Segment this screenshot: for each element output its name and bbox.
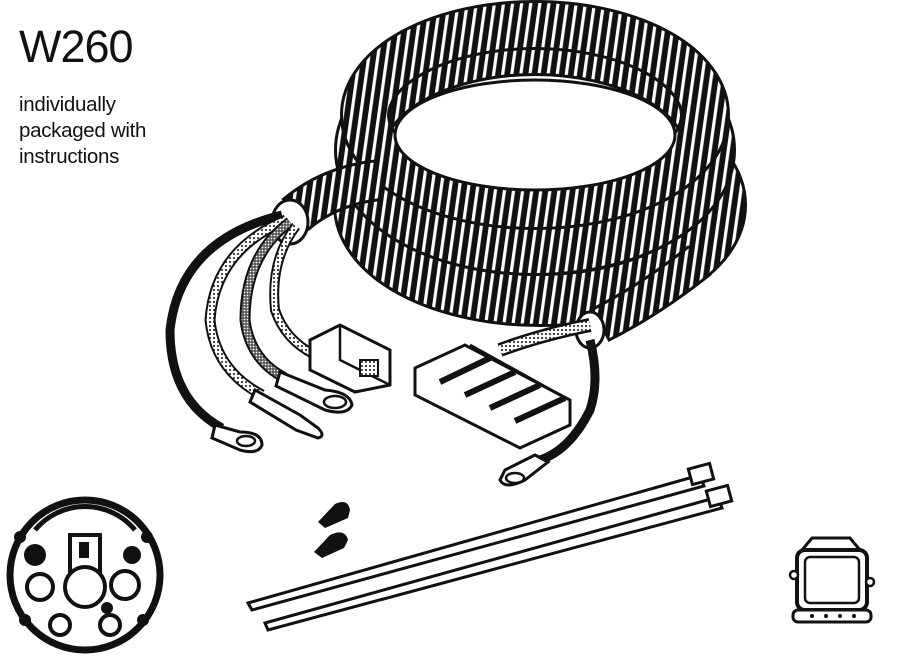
two-pin-connector: [308, 323, 392, 394]
spade-terminal: [248, 387, 324, 440]
regulator-icon: [788, 536, 876, 624]
four-cavity-connector: [413, 318, 600, 487]
model-number: W260: [19, 21, 134, 72]
description-line-2: packaged with: [19, 119, 147, 142]
left-wire-leads: [165, 210, 318, 432]
ring-terminal: [210, 423, 264, 454]
coiled-harness: [270, 0, 747, 350]
product-description: individually packaged with instructions: [19, 92, 146, 170]
alternator-icon: [6, 496, 164, 654]
description-line-1: individually: [19, 93, 116, 116]
ring-terminal: [274, 369, 354, 414]
cable-ties: [245, 461, 734, 632]
product-title-block: W260 individually packaged with instruct…: [19, 22, 146, 170]
push-in-fasteners: [314, 502, 350, 558]
description-line-3: instructions: [19, 145, 120, 168]
